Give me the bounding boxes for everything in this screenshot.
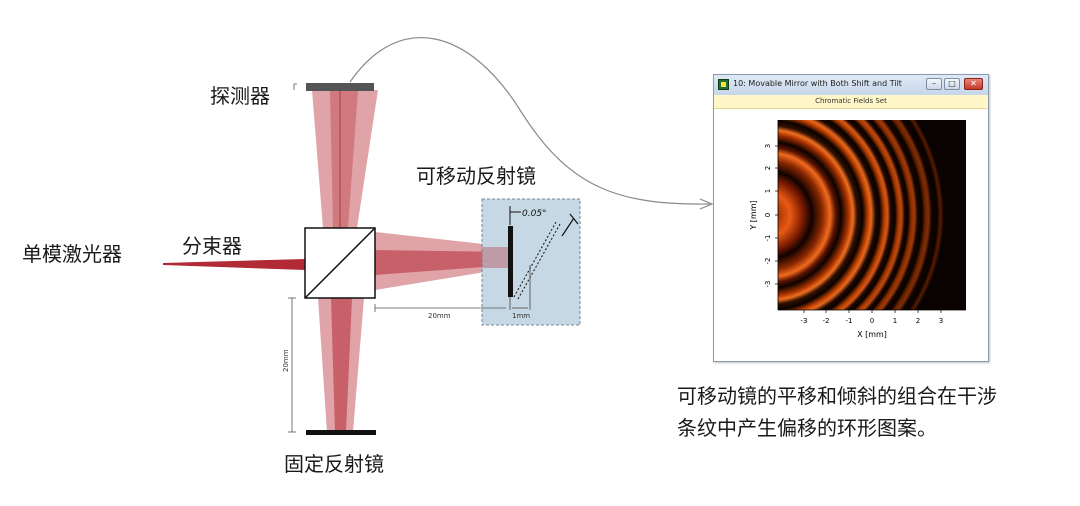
beam-to-detector: [312, 90, 378, 228]
y-axis-label: Y [mm]: [749, 200, 758, 230]
window-title: 10: Movable Mirror with Both Shift and T…: [733, 79, 902, 88]
laser-label: 单模激光器: [22, 242, 122, 266]
x-tick-label: 0: [870, 317, 874, 325]
y-ticks: [775, 145, 778, 285]
movable-mirror-label: 可移动反射镜: [416, 164, 536, 188]
fringe-pattern-image: [778, 120, 966, 310]
fixed-mirror: [306, 430, 376, 435]
y-tick-label: 3: [764, 144, 772, 148]
beam-to-movable-mirror-core: [375, 250, 510, 275]
horizontal-distance-label: 20mm: [428, 312, 451, 320]
angle-label: 0.05°: [522, 209, 547, 219]
y-tick-label: 1: [764, 189, 772, 193]
connector-arrowhead-icon: [699, 198, 714, 210]
fixed-mirror-label: 固定反射镜: [284, 452, 384, 476]
window-subtitle: Chromatic Fields Set: [714, 95, 988, 109]
caption-line-1: 可移动镜的平移和倾斜的组合在干涉: [677, 384, 997, 408]
y-tick-label: -3: [764, 281, 772, 288]
laser-beam: [163, 259, 305, 270]
x-axis-label: X [mm]: [857, 330, 887, 339]
inset-beam: [482, 247, 510, 268]
detector-label: 探测器: [210, 84, 270, 108]
shift-distance-label: 1mm: [512, 312, 530, 320]
beam-splitter-diagonal: [304, 227, 376, 299]
detector-marker-icon: [293, 83, 297, 90]
x-tick-label: 3: [939, 317, 943, 325]
x-tick-label: 1: [893, 317, 897, 325]
beam-to-fixed-mirror-core: [331, 298, 352, 432]
vertical-distance-label: 20mm: [282, 349, 290, 372]
y-tick-label: -1: [764, 235, 772, 242]
y-tick-label: 2: [764, 166, 772, 170]
connector-curve: [349, 37, 711, 205]
maximize-button[interactable]: □: [944, 78, 960, 90]
app-icon: [718, 79, 729, 90]
beam-splitter-label: 分束器: [182, 234, 242, 258]
x-tick-label: -1: [846, 317, 853, 325]
detector: [306, 83, 374, 91]
simulation-window[interactable]: 10: Movable Mirror with Both Shift and T…: [713, 74, 989, 362]
x-tick-label: -3: [801, 317, 808, 325]
caption-line-2: 条纹中产生偏移的环形图案。: [677, 416, 937, 440]
fringe-plot: -3 -2 -1 0 1 2 3 X [mm] 3 2 1 0 -1 -2 -3…: [749, 120, 966, 339]
beam-to-detector-core: [330, 90, 358, 228]
tilt-arrow-icon: [561, 213, 579, 237]
y-tick-label: -2: [764, 258, 772, 265]
window-titlebar[interactable]: 10: Movable Mirror with Both Shift and T…: [714, 75, 988, 95]
movable-mirror-inset: [481, 198, 581, 326]
y-tick-label: 0: [764, 213, 772, 217]
close-button[interactable]: ✕: [964, 78, 983, 90]
x-tick-label: -2: [823, 317, 830, 325]
minimize-button[interactable]: –: [926, 78, 942, 90]
x-tick-label: 2: [916, 317, 920, 325]
movable-mirror: [508, 226, 513, 297]
x-ticks: [803, 310, 942, 313]
